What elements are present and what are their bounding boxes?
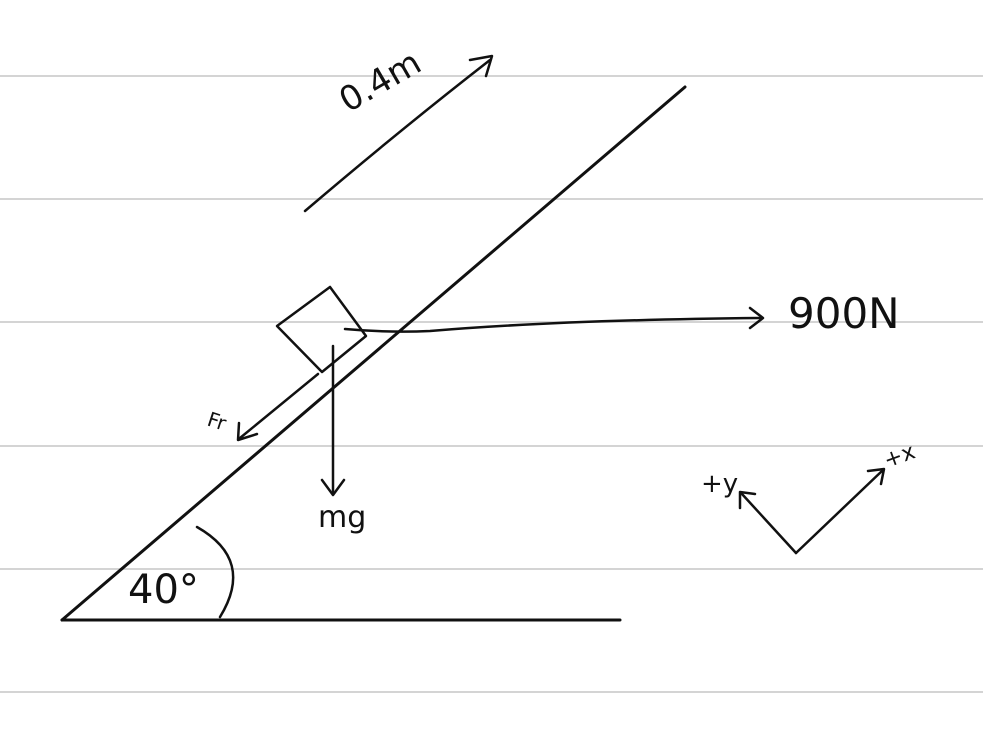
x-axis-arrow — [794, 468, 885, 555]
displacement-label: 0.4m — [333, 43, 429, 121]
displacement-arrow — [303, 58, 492, 213]
ruled-lines — [0, 75, 983, 693]
angle-arc — [195, 525, 235, 619]
friction-arrow — [238, 372, 320, 440]
y-axis-arrowhead — [738, 490, 757, 510]
y-axis-label: +y — [701, 469, 738, 499]
applied-force-arrowhead — [748, 306, 765, 330]
y-axis-arrow — [740, 492, 798, 555]
displacement-arrowhead — [468, 54, 494, 78]
applied-force-label: 900N — [788, 289, 900, 338]
coordinate-axes: +y +x — [701, 439, 919, 555]
block — [275, 285, 368, 374]
x-axis-arrowhead — [866, 467, 886, 486]
friction-arrowhead — [236, 421, 259, 442]
angle-label: 40° — [128, 567, 199, 613]
friction-label: Fr — [204, 407, 230, 436]
weight-label: mg — [318, 500, 366, 535]
weight-arrowhead — [320, 478, 346, 497]
applied-force-arrow — [343, 316, 762, 333]
x-axis-label: +x — [881, 439, 919, 473]
incline-surface — [60, 85, 687, 622]
